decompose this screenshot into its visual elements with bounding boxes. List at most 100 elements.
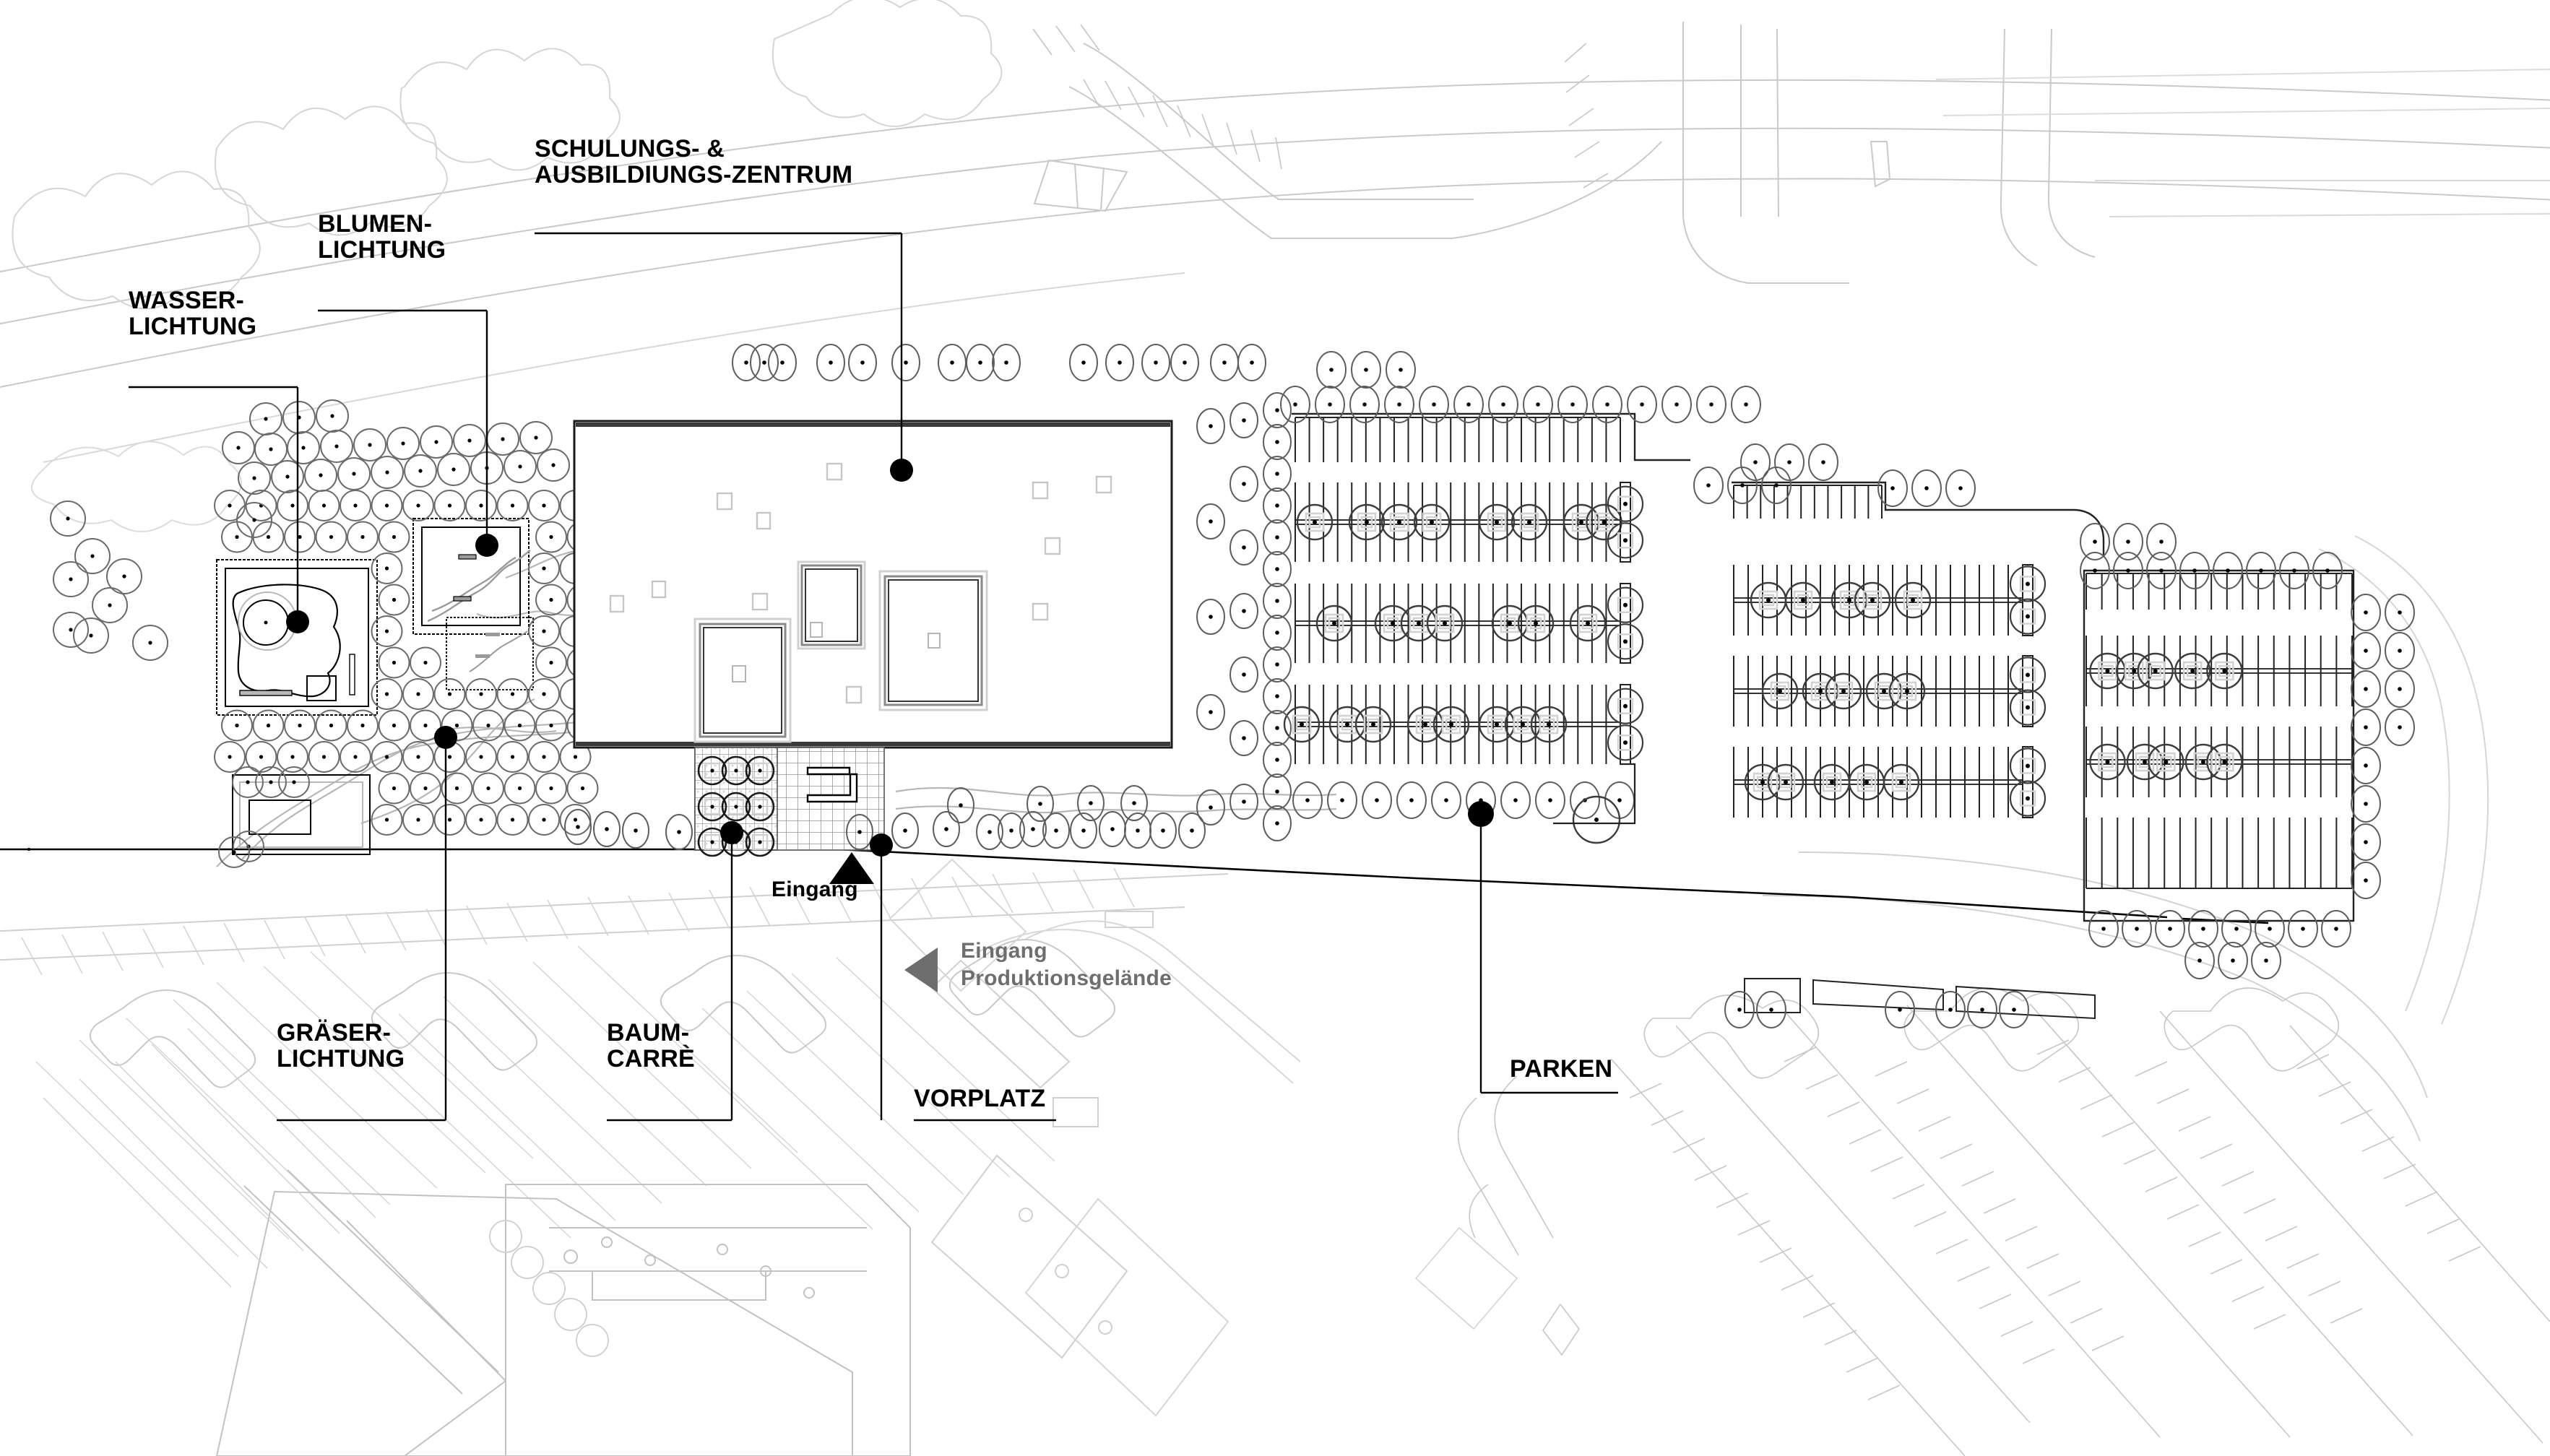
- callout-label-vorplatz[interactable]: VORPLATZ: [914, 1085, 1046, 1112]
- tree-symbol: [1488, 386, 1518, 423]
- tree-symbol: [304, 459, 337, 492]
- tree-symbol: [1263, 456, 1292, 492]
- tree-symbol: [472, 772, 504, 805]
- vorplatz-plan: [694, 747, 885, 857]
- tree-symbol: [453, 424, 486, 457]
- tree-symbol: [1380, 503, 1418, 541]
- tree-symbol: [537, 448, 570, 482]
- tree-symbol: [1767, 763, 1805, 801]
- tree-symbol: [2206, 743, 2243, 781]
- tree-symbol: [437, 453, 470, 486]
- tree-symbol: [535, 646, 567, 679]
- tree-symbol: [998, 812, 1025, 849]
- marker-label-eingang-produktionsgelaende[interactable]: Eingang Produktionsgelände: [961, 939, 1172, 990]
- tree-symbol: [2351, 785, 2381, 823]
- tree-symbol: [1784, 581, 1822, 619]
- tree-symbol: [1432, 706, 1470, 743]
- tree-symbol: [1661, 386, 1692, 423]
- tree-symbol: [402, 490, 434, 521]
- tree-symbol: [2321, 910, 2351, 948]
- tree-symbol: [1569, 604, 1607, 642]
- tree-symbol: [1229, 656, 1258, 693]
- callout-label-graeser-lichtung[interactable]: GRÄSER- LICHTUNG: [277, 1019, 405, 1073]
- tree-symbol: [891, 344, 920, 381]
- tree-symbol: [2146, 523, 2177, 560]
- tree-symbol: [371, 456, 404, 489]
- blumen-lichtung-plan: [412, 518, 531, 635]
- tree-symbol: [2251, 942, 2281, 979]
- tree-symbol: [947, 787, 974, 823]
- tree-symbol: [50, 500, 86, 537]
- tree-symbol: [891, 812, 919, 849]
- tree-symbol: [1808, 443, 1838, 481]
- tree-symbol: [1854, 581, 1891, 619]
- tree-symbol: [1170, 344, 1199, 381]
- triangle-eingang-produktionsgelaende: [904, 948, 938, 992]
- tree-symbol: [433, 490, 466, 521]
- tree-symbol: [1523, 386, 1553, 423]
- tree-symbol: [528, 678, 560, 710]
- tree-symbol: [53, 612, 89, 648]
- tree-symbol: [465, 490, 497, 521]
- tree-symbol: [214, 741, 246, 773]
- tree-symbol: [441, 772, 473, 805]
- leader-vorplatz: [870, 833, 1056, 1122]
- tree-symbol: [1210, 344, 1239, 381]
- tree-symbol: [1263, 392, 1292, 428]
- tree-symbol: [1263, 488, 1292, 524]
- tree-symbol: [371, 490, 403, 521]
- tree-symbol: [1070, 812, 1097, 849]
- tree-symbol: [132, 625, 168, 661]
- callout-label-baum-carre[interactable]: BAUM- CARRÈ: [607, 1019, 695, 1073]
- tree-symbol: [1263, 805, 1292, 841]
- tree-symbol: [2122, 910, 2152, 948]
- tree-symbol: [1396, 781, 1427, 819]
- tree-symbol: [1229, 593, 1258, 629]
- tree-symbol: [1563, 503, 1600, 541]
- tree-symbol: [347, 709, 379, 742]
- tree-symbol: [2221, 910, 2252, 948]
- tree-symbol: [1761, 467, 1792, 504]
- tree-symbol: [472, 709, 504, 742]
- tree-symbol: [218, 836, 250, 868]
- tree-symbol: [2009, 748, 2047, 784]
- callout-label-schulungs-zentrum[interactable]: SCHULUNGS- & AUSBILDIUNGS-ZENTRUM: [535, 135, 853, 189]
- tree-symbol: [2385, 594, 2415, 631]
- callout-label-wasser-lichtung[interactable]: WASSER- LICHTUNG: [129, 287, 257, 341]
- marker-label-eingang[interactable]: Eingang: [772, 878, 858, 901]
- tree-symbol: [1877, 469, 1908, 507]
- tree-symbol: [465, 804, 497, 836]
- tree-symbol: [386, 427, 420, 460]
- tree-symbol: [1141, 344, 1170, 381]
- tree-symbol: [106, 558, 142, 594]
- tree-symbol: [1756, 991, 1786, 1028]
- tree-symbol: [1280, 386, 1310, 423]
- tree-symbol: [528, 615, 560, 647]
- callout-label-parken[interactable]: PARKEN: [1510, 1055, 1613, 1083]
- tree-symbol: [1453, 386, 1484, 423]
- tree-symbol: [1237, 344, 1266, 381]
- tree-symbol: [1557, 386, 1588, 423]
- tree-symbol: [593, 811, 621, 847]
- tree-symbol: [559, 804, 592, 836]
- tree-symbol: [938, 344, 967, 381]
- callout-label-blumen-lichtung[interactable]: BLUMEN- LICHTUNG: [318, 210, 446, 264]
- tree-symbol: [1945, 469, 1976, 507]
- tree-symbol: [1935, 991, 1966, 1028]
- tree-symbol: [1105, 344, 1134, 381]
- tree-symbol: [2116, 652, 2153, 690]
- tree-symbol: [1535, 781, 1565, 819]
- tree-symbol: [1774, 443, 1805, 481]
- tree-symbol: [2174, 652, 2211, 690]
- tree-symbol: [2146, 552, 2177, 589]
- tree-symbol: [1693, 467, 1724, 504]
- callout-leaders: [129, 232, 1618, 1122]
- tree-symbol: [486, 422, 519, 456]
- tree-symbol: [236, 502, 272, 538]
- tree-symbol: [2137, 652, 2174, 690]
- parking-block-south-strip: [1744, 978, 2096, 1020]
- tree-symbol: [2255, 910, 2285, 948]
- tree-symbol: [221, 521, 253, 553]
- tree-symbol: [1885, 991, 1915, 1028]
- tree-symbol: [73, 618, 109, 654]
